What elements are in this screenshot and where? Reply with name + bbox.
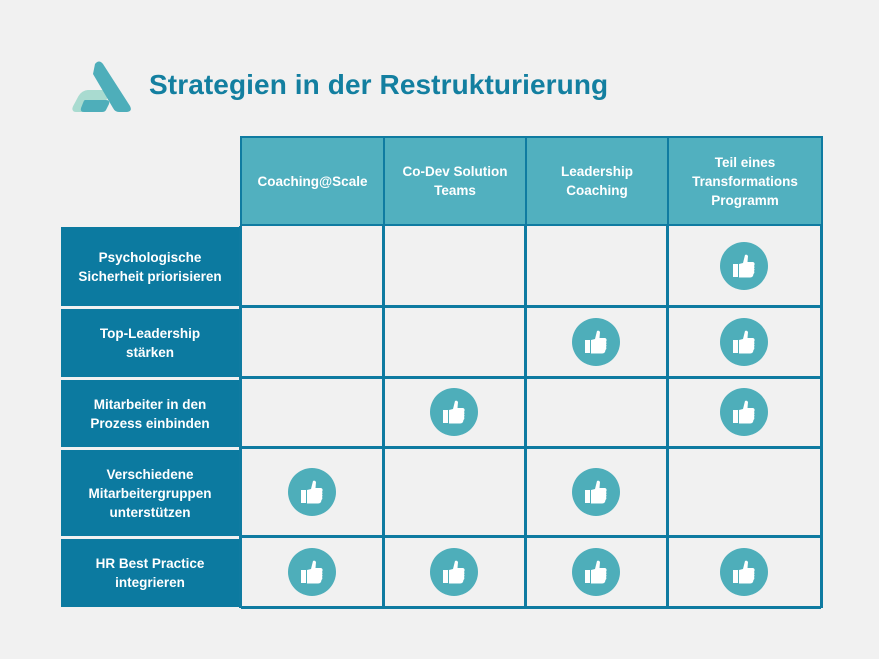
column-header: Co-Dev Solution Teams xyxy=(383,136,527,226)
thumbs-up-icon xyxy=(287,547,336,596)
matrix-cell xyxy=(667,377,821,447)
matrix-cell xyxy=(525,306,667,377)
grid-line-vertical xyxy=(820,226,823,608)
matrix-cell xyxy=(240,447,383,536)
grid-line-vertical xyxy=(524,226,527,608)
row-label: Psychologische Sicherheit priorisieren xyxy=(61,227,239,306)
grid-line-vertical xyxy=(239,226,242,608)
logo-icon xyxy=(72,61,131,112)
thumbs-up-icon xyxy=(720,388,768,436)
thumbs-up-icon xyxy=(720,317,768,366)
matrix-cell xyxy=(667,226,821,306)
grid-line-horizontal xyxy=(241,305,821,308)
matrix-cell xyxy=(240,226,383,306)
matrix-cell xyxy=(525,377,667,447)
thumbs-up-icon xyxy=(430,388,478,436)
column-header: Coaching@Scale xyxy=(240,136,385,226)
matrix-cell xyxy=(240,377,383,447)
row-label: HR Best Practice integrieren xyxy=(61,539,239,607)
row-label: Mitarbeiter in den Prozess einbinden xyxy=(61,380,239,447)
grid-line-vertical xyxy=(382,226,385,608)
thumbs-up-icon xyxy=(572,547,620,596)
column-header: Teil eines Transformations Programm xyxy=(667,136,823,226)
grid-line-horizontal xyxy=(241,446,821,449)
thumbs-up-icon xyxy=(572,467,620,516)
thumbs-up-icon xyxy=(720,547,768,596)
matrix-cell xyxy=(525,536,667,607)
matrix-cell xyxy=(383,226,525,306)
matrix-cell xyxy=(525,226,667,306)
matrix-cell xyxy=(383,377,525,447)
matrix-cell xyxy=(383,536,525,607)
matrix-cell xyxy=(383,447,525,536)
brand-logo xyxy=(68,60,134,114)
thumbs-up-icon xyxy=(287,467,336,516)
grid-line-vertical xyxy=(666,226,669,608)
matrix-cell xyxy=(667,447,821,536)
grid-line-horizontal xyxy=(241,606,821,609)
row-label: Top-Leadership stärken xyxy=(61,309,239,377)
grid-line-horizontal xyxy=(241,376,821,379)
column-header: Leadership Coaching xyxy=(525,136,669,226)
matrix-cell xyxy=(240,536,383,607)
thumbs-up-icon xyxy=(430,547,478,596)
thumbs-up-icon xyxy=(572,317,620,366)
page-title: Strategien in der Restrukturierung xyxy=(149,69,609,100)
row-label: Verschiedene Mitarbeitergruppen unterstü… xyxy=(61,450,239,536)
thumbs-up-icon xyxy=(720,242,768,290)
matrix-cell xyxy=(667,306,821,377)
matrix-cell xyxy=(525,447,667,536)
matrix-cell xyxy=(383,306,525,377)
matrix-cell xyxy=(240,306,383,377)
matrix-cell xyxy=(667,536,821,607)
grid-line-horizontal xyxy=(241,535,821,538)
